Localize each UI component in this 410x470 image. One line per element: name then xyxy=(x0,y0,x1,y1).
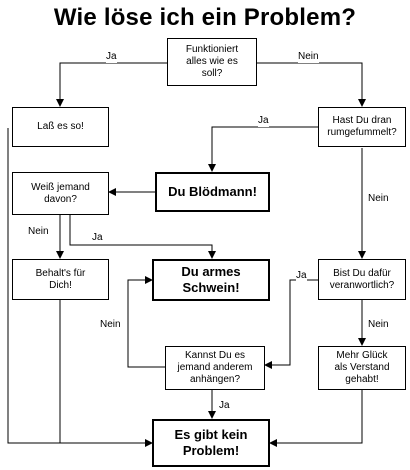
node-es-gibt-kein-problem: Es gibt kein Problem! xyxy=(152,419,270,467)
node-du-bloedmann: Du Blödmann! xyxy=(155,172,270,212)
node-behalts-fuer-dich: Behalt's für Dich! xyxy=(12,259,109,300)
node-bist-du-verantwortlich: Bist Du dafür veranwortlich? xyxy=(318,259,406,300)
label-ja-lass: Ja xyxy=(106,51,117,63)
edge-funktioniert-hast xyxy=(257,62,366,107)
label-ja-problem: Ja xyxy=(219,400,230,412)
page-title: Wie löse ich ein Problem? xyxy=(53,4,357,31)
label-ja-bloedmann: Ja xyxy=(258,115,269,127)
edge-weiss-schwein xyxy=(69,215,216,259)
edge-kannst-schwein xyxy=(127,276,165,368)
edge-lass-problem xyxy=(7,128,153,447)
label-ja-kannst: Ja xyxy=(296,270,307,282)
edge-glueck-problem xyxy=(269,390,363,447)
node-hast-du-dran: Hast Du dran rumgefummelt? xyxy=(318,107,406,147)
node-funktioniert: Funktioniert alles wie es soll? xyxy=(167,38,257,86)
label-nein-glueck: Nein xyxy=(368,319,389,331)
node-du-armes-schwein: Du armes Schwein! xyxy=(152,259,270,301)
label-nein-schwein: Nein xyxy=(100,319,121,331)
label-nein-behalts: Nein xyxy=(28,226,49,238)
edge-funktioniert-lass xyxy=(56,62,167,107)
edge-bist-kannst xyxy=(264,279,318,369)
label-nein-bist: Nein xyxy=(368,193,389,205)
node-mehr-glueck: Mehr Glück als Verstand gehabt! xyxy=(318,346,406,390)
node-kannst-du: Kannst Du es jemand anderem anhängen? xyxy=(165,346,265,390)
node-lass-es-so: Laß es so! xyxy=(12,107,109,147)
node-weiss-jemand: Weiß jemand davon? xyxy=(12,172,109,215)
label-ja-schwein: Ja xyxy=(92,232,103,244)
label-nein-hast: Nein xyxy=(298,51,319,63)
edge-hast-bloedmann xyxy=(208,126,318,172)
